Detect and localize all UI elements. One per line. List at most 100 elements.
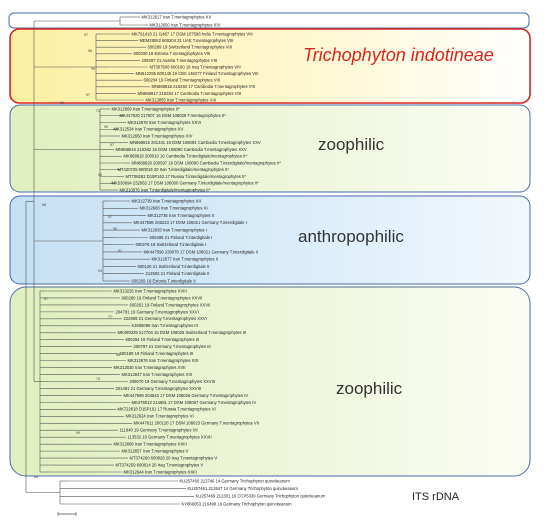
leaf-label: MN868820 200597 16 DSM 108090 Cambodia T… bbox=[132, 160, 282, 165]
support-value: 96 bbox=[113, 227, 117, 231]
leaf-label: MK312633 Iran T.mentagrophytes I bbox=[142, 227, 207, 232]
leaf-label: MN868817 216284 17 Cambodia T.mentagroph… bbox=[138, 91, 242, 96]
support-value: 96 bbox=[60, 101, 64, 105]
support-value: 91 bbox=[118, 249, 122, 253]
clade-label-zoophilic-upper: zoophilic bbox=[318, 135, 385, 154]
clade-box-anthropophilic bbox=[9, 195, 531, 285]
leaf-label: MK868818 200010 16 Cambodia T.interdigit… bbox=[124, 154, 248, 159]
leaf-label: MK530694 232063 17 DSM 108000 Germany T.… bbox=[112, 181, 260, 186]
support-value: 98 bbox=[116, 353, 120, 357]
support-value: 97 bbox=[110, 143, 114, 147]
leaf-label: MEM28062 600204 21 UAE T.mentagrophytes … bbox=[140, 38, 234, 43]
leaf-label: 600261 19 Finland T.mentagrophytes XXVII bbox=[130, 302, 211, 307]
leaf-label: MT708262 D15P162 17 Russia T.interdigita… bbox=[126, 174, 247, 179]
leaf-label: KU257460 213746 14 Germany Trichophyton … bbox=[180, 478, 291, 483]
leaf-label: KJ606099 Iran T.mentagrophytes III bbox=[132, 323, 198, 328]
leaf-label: MK312624 Iran T.mentagrophytes VI bbox=[126, 414, 194, 419]
support-value: 66 bbox=[34, 475, 38, 479]
leaf-label: 204791 19 Germany T.mentagrophytes XXVI bbox=[116, 309, 199, 314]
tree-branches bbox=[25, 16, 194, 505]
leaf-label: MK312678 Iran T.mentagrophytes XXVI bbox=[128, 120, 202, 125]
leaf-label: MK490329 217704 15 DSM 108026 Switzerlan… bbox=[118, 330, 247, 335]
leaf-label: MK312739 Iran T.mentagrophytes XII bbox=[132, 198, 201, 203]
clade-box-zoophilic-lower bbox=[9, 286, 531, 477]
marker-label: ITS rDNA bbox=[412, 491, 460, 503]
leaf-label: 600204 19 Finland T.mentagrophytes VIII bbox=[144, 78, 221, 83]
leaf-label: MK722618 D15P161 17 Russia T.mentagrophy… bbox=[118, 407, 216, 412]
leaf-label: MK447620 217007 16 DSM 108026 T.mentagro… bbox=[120, 113, 227, 118]
leaf-label: MN868815 216282 16 DSM 108090 Cambodia T… bbox=[116, 147, 247, 152]
leaf-label: 600276 19 Switzerland T.interdigitale I bbox=[136, 242, 207, 247]
support-value: 71 bbox=[96, 109, 100, 113]
leaf-label: MK312666 Iran T.mentagrophytes XXIII bbox=[114, 442, 187, 447]
leaf-label: MK312650 Iran T.mentagrophytes XIV bbox=[150, 22, 221, 27]
support-value: 99 bbox=[91, 67, 95, 71]
leaf-label: 209070 19 Germany T.mentagrophytes XXVII… bbox=[130, 379, 216, 384]
leaf-label: 113532 16 Germany T.mentagrophytes XXVII bbox=[128, 435, 212, 440]
support-value: 98 bbox=[88, 49, 92, 53]
leaf-label: MK312644 Iran T.mentagrophytes XXIII bbox=[124, 469, 197, 474]
leaf-label: MK447699 204543 17 DSM 108026 Germany T.… bbox=[124, 393, 249, 398]
leaf-label: 600259 19 Estonia T.interdigitale II bbox=[132, 278, 196, 283]
support-value: 97 bbox=[108, 215, 112, 219]
leaf-label: KU257461 212647 14 Germany Trichophyton … bbox=[188, 486, 299, 491]
clade-label-zoophilic-lower: zoophilic bbox=[336, 379, 403, 398]
leaf-label: MK312647 Iran T.mentagrophytes XIII bbox=[122, 372, 192, 377]
leaf-labels: MK312617 Iran T.mentagrophytes XX MK31265… bbox=[112, 14, 326, 506]
support-value: 98 bbox=[42, 203, 46, 207]
clade-box-zoophilic-upper bbox=[9, 104, 531, 193]
leaf-label: MK312669 Iran T.mentagrophytes II* bbox=[112, 106, 180, 111]
leaf-label: MK447598 206223 17 DSM 108021 Germany T.… bbox=[134, 220, 247, 225]
leaf-label: MT374260 600826 20 Iraq T.mentagrophytes… bbox=[130, 455, 218, 460]
support-value: 94 bbox=[98, 269, 102, 273]
leaf-label: 600264 19 Finland T.mentagrophytes III bbox=[126, 337, 200, 342]
leaf-label: 222909 21 Germany T.mentagrophytes XXVI bbox=[124, 316, 207, 321]
clade-label-indotineae: Trichophyton indotineae bbox=[303, 45, 494, 65]
leaf-label: MK312676 Iran T.mentagrophytes XIX bbox=[128, 358, 199, 363]
leaf-label: MK312617 Iran T.mentagrophytes XX bbox=[142, 14, 212, 19]
leaf-label: 200797 21 Germany T.mentagrophytes III bbox=[134, 344, 211, 349]
clade-box-top bbox=[8, 12, 530, 29]
leaf-label: MK313855 Iran T.mentagrophytes VIII bbox=[146, 97, 216, 102]
leaf-label: MT374259 600814 20 Iraq T.mentagrophytes… bbox=[116, 462, 204, 467]
leaf-label: MK310976 Iran T.interdigitale/mentagroph… bbox=[120, 187, 211, 192]
leaf-label: 111940 19 Germany T.mentagrophytes VII bbox=[120, 428, 198, 433]
leaf-label: 209267 21 Austria T.mentagrophytes VIII bbox=[142, 58, 218, 63]
support-value: 97 bbox=[86, 93, 90, 97]
leaf-label: KY869053 216498 16 Germany Trichophyton … bbox=[182, 501, 293, 506]
leaf-label: MK791418 21 I1487 17 DSM 107596 India T.… bbox=[132, 31, 253, 36]
leaf-label: MK312657 Iran T.mentagrophytes V bbox=[122, 449, 189, 454]
leaf-label: MK476013 214681 17 DSM 108087 Germany T.… bbox=[132, 400, 257, 405]
leaf-label: MK312534 Iran T.mentagrophytes XV bbox=[114, 127, 184, 132]
leaf-label: 600286 21 Finland T.interdigitale I bbox=[150, 235, 213, 240]
leaf-label: 600120 21 Switzerland T.interdigitale II bbox=[138, 264, 210, 269]
support-value: 97 bbox=[84, 33, 88, 37]
leaf-label: MK312735 Iran T.mentagrophytes X bbox=[148, 213, 215, 218]
leaf-label: 600260 19 Finland T.mentagrophytes XXVII bbox=[122, 295, 203, 300]
leaf-label: MK312677 Iran T.mentagrophytes II bbox=[152, 257, 219, 262]
leaf-label: MT420725 600015 20 Iran T.interdigitale/… bbox=[118, 167, 230, 172]
leaf-label: 600269 19 Switzerland T.mentagrophytes V… bbox=[148, 45, 232, 50]
leaf-label: MN868816 201341 16 DSM 108094 Cambodia T… bbox=[130, 140, 261, 145]
leaf-label: MN612255 600145 19 CBS 146277 Finland T.… bbox=[136, 71, 259, 76]
leaf-label: MK447611 200128 17 DSM 108023 Germany T.… bbox=[134, 421, 260, 426]
leaf-label: MK447596 230070 17 DSM 108021 Germany T.… bbox=[144, 249, 258, 254]
support-value: 99 bbox=[76, 431, 80, 435]
leaf-label: MK312650 Iran T.mentagrophytes XIV bbox=[122, 133, 193, 138]
leaf-label: MT367608 600160 19 Iraq T.mentagrophytes… bbox=[150, 64, 241, 69]
clade-label-anthropophilic: anthropophilic bbox=[298, 227, 404, 246]
leaf-label: 201491 21 Germany T.mentagrophytes XXVII… bbox=[116, 386, 202, 391]
leaf-label: MK313226 Iran T.mentagrophytes XVIII bbox=[114, 288, 187, 293]
support-value: 99 bbox=[98, 173, 102, 177]
leaf-label: 600189 19 Finland T.mentagrophytes III bbox=[120, 351, 194, 356]
support-value: 99 bbox=[104, 125, 108, 129]
leaf-label: MN868818 218294 17 Cambodia T.mentagroph… bbox=[152, 84, 256, 89]
leaf-label: 600200 19 Estonia T.mentagrophytes VIII bbox=[134, 51, 211, 56]
leaf-label: MK313030 Iran T.mentagrophytes XVII bbox=[114, 365, 186, 370]
leaf-label: MK312683 Iran T.mentagrophytes XI bbox=[140, 206, 208, 211]
support-value: 77 bbox=[108, 315, 112, 319]
leaf-label: 212593 21 Finland T.interdigitale II bbox=[146, 271, 210, 276]
